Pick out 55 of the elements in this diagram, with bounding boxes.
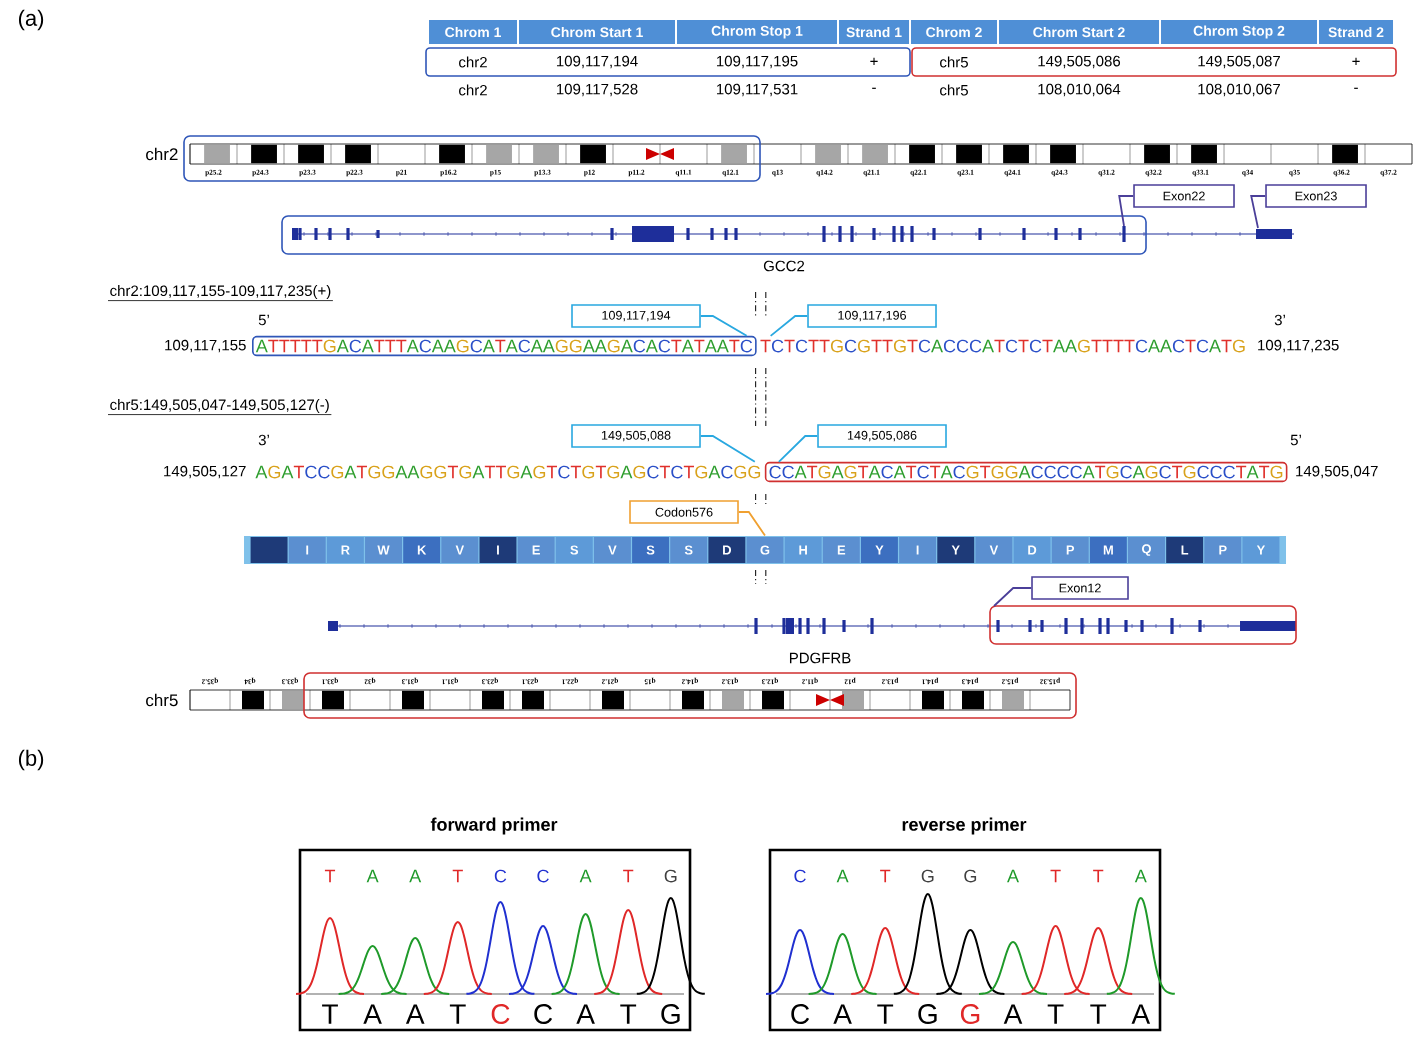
dna-sequence: CCATGAGTACATCTACGTGGACCCCATGCAGCTGCCCTATG <box>764 461 1288 483</box>
base-call-letter: C <box>794 869 806 883</box>
base-call-letter: T <box>1047 1004 1064 1024</box>
base-call-letter: G <box>918 1004 937 1024</box>
base-call-letter: A <box>366 869 379 883</box>
base-call-letter: A <box>1134 869 1147 883</box>
panel-letter: (b) <box>18 749 44 771</box>
leader-line <box>699 315 748 337</box>
panel-title: reverse primer <box>902 817 1027 835</box>
base-call-letter: A <box>1131 1004 1151 1024</box>
leader-line <box>777 435 819 463</box>
leader-line <box>993 587 1033 607</box>
base-call-letter: T <box>877 1004 894 1024</box>
chromosome-name: chr2 <box>146 147 178 161</box>
base-call-letter: A <box>579 869 592 883</box>
leader-line <box>737 511 766 537</box>
panel-title: forward primer <box>430 817 558 835</box>
base-call-letter: G <box>964 869 977 883</box>
dna-sequence: AGATCCGATGGAAGGTGATTGAGTCTGTGAGCTCTGACGG <box>255 465 761 479</box>
base-call-letter: A <box>1003 1004 1023 1024</box>
base-call-letter: T <box>620 1004 637 1024</box>
base-call-letter: G <box>921 869 934 883</box>
leader-line <box>699 435 756 463</box>
leader-line <box>769 315 809 337</box>
base-call-letter: G <box>664 869 677 883</box>
base-call-letter: T <box>452 869 463 883</box>
base-call-letter: C <box>491 1004 510 1024</box>
base-call-letter: T <box>322 1004 338 1024</box>
base-call-letter: T <box>449 1004 466 1024</box>
leader-line <box>1250 195 1267 229</box>
base-call-letter: C <box>534 1004 553 1024</box>
base-call-letter: G <box>960 1004 980 1024</box>
base-call-letter: C <box>494 869 507 883</box>
base-call-letter: A <box>576 1004 595 1024</box>
chromosome-name: chr5 <box>146 693 178 707</box>
base-call-letter: T <box>1050 869 1061 883</box>
base-call-letter: A <box>409 869 422 883</box>
base-call-letter: C <box>791 1004 810 1024</box>
dna-sequence: TCTCTTGCGTTGTCACCCATCTCTAAGTTTTCAACTCATG <box>760 339 1245 353</box>
base-call-letter: T <box>324 869 336 883</box>
base-call-letter: T <box>1093 869 1104 883</box>
base-call-letter: A <box>836 869 849 883</box>
dna-sequence: ATTTTTGACATTTACAAGCATACAAGGAAGACACTATAATC <box>252 335 757 357</box>
base-call-letter: A <box>1007 869 1019 883</box>
base-call-letter: A <box>833 1004 852 1024</box>
base-call-letter: G <box>661 1004 680 1024</box>
base-call-letter: T <box>880 869 891 883</box>
amino-acid-bar <box>244 536 1286 564</box>
base-call-letter: A <box>363 1004 382 1024</box>
base-call-letter: T <box>1090 1004 1107 1024</box>
leader-line <box>1118 195 1135 227</box>
panel-letter: (a) <box>18 9 44 31</box>
base-call-letter: A <box>405 1004 425 1024</box>
base-call-letter: C <box>537 869 549 883</box>
base-call-letter: T <box>623 869 634 883</box>
